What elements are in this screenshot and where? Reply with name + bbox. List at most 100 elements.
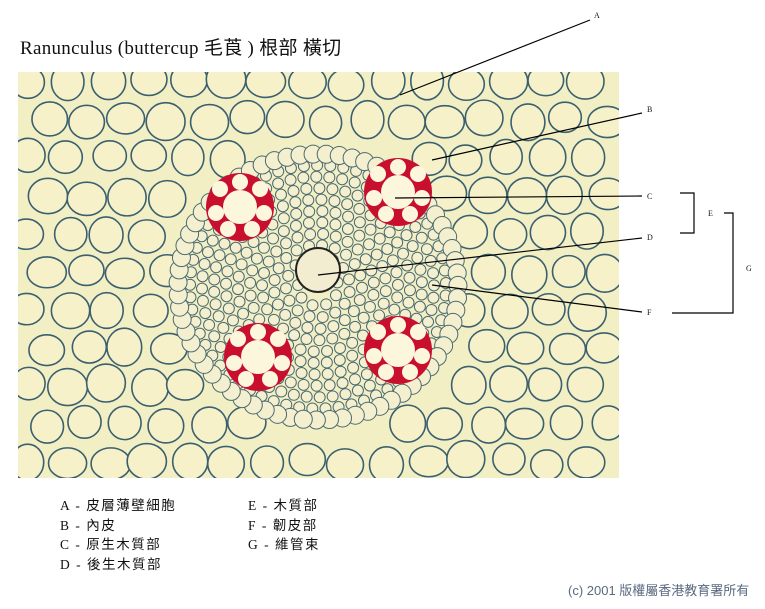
- cortex-cell: [510, 255, 548, 295]
- stele-cell: [341, 222, 354, 235]
- cortex-cell: [229, 99, 266, 135]
- xylem-vessel: [262, 371, 278, 387]
- stele-cell: [212, 310, 225, 323]
- stele-cell: [289, 196, 302, 209]
- stele-cell: [257, 267, 270, 280]
- stele-cell: [359, 253, 372, 266]
- stele-cell: [280, 252, 293, 265]
- leader-line-d: [317, 237, 643, 276]
- stele-cell: [321, 367, 334, 380]
- cortex-cell: [147, 408, 185, 444]
- stele-cell: [313, 391, 326, 404]
- cortex-cell: [126, 442, 168, 478]
- stele-cell: [210, 261, 223, 274]
- stele-cell: [300, 333, 313, 346]
- stele-cell: [250, 252, 263, 265]
- bracket-e: [680, 192, 695, 234]
- cortex-cell: [53, 216, 88, 252]
- stele-cell: [314, 322, 327, 335]
- stele-cell: [360, 368, 373, 381]
- stele-cell: [313, 334, 326, 347]
- stele-cell: [351, 189, 364, 202]
- cortex-cell: [448, 144, 483, 177]
- stele-cell: [295, 291, 308, 304]
- stele-cell: [198, 258, 211, 271]
- stele-cell: [233, 295, 246, 308]
- cortex-cell: [88, 216, 124, 254]
- cortex-cell: [551, 254, 586, 289]
- stele-cell: [237, 307, 250, 320]
- stele-cell: [397, 247, 410, 260]
- cortex-cell: [18, 292, 45, 326]
- label-b: B: [647, 105, 652, 114]
- stele-cell: [338, 314, 351, 327]
- stele-cell: [425, 303, 438, 316]
- stele-cell: [267, 232, 280, 245]
- cortex-cell: [127, 219, 167, 254]
- cortex-cell: [28, 334, 66, 367]
- stele-cell: [342, 210, 355, 223]
- stele-cell: [199, 307, 212, 320]
- xylem-vessel: [410, 166, 426, 182]
- stele-cell: [338, 297, 351, 310]
- stele-cell: [218, 237, 231, 250]
- cortex-cell: [147, 179, 187, 219]
- cortex-cell: [68, 104, 106, 140]
- cortex-cell: [92, 140, 128, 172]
- stele-cell: [287, 184, 300, 197]
- leader-line-b: [431, 112, 643, 161]
- stele-cell: [289, 316, 302, 329]
- stele-cell: [353, 216, 366, 229]
- stele-cell: [302, 216, 315, 229]
- stele-cell: [329, 289, 342, 302]
- stele-cell: [244, 276, 257, 289]
- cortex-cell: [106, 327, 143, 367]
- stele-cell: [329, 306, 342, 319]
- xylem-vessel: [402, 206, 418, 222]
- stele-cell: [349, 320, 362, 333]
- stele-cell: [341, 235, 354, 248]
- stele-cell: [316, 205, 329, 218]
- stele-cell: [346, 336, 359, 349]
- stele-cell: [377, 297, 390, 310]
- label-f: F: [647, 308, 652, 317]
- cortex-cell: [529, 449, 564, 478]
- stele-cell: [334, 365, 347, 378]
- cortex-cell: [18, 72, 46, 100]
- legend-item-e: E - 木質部: [248, 498, 319, 513]
- stele-cell: [270, 245, 283, 258]
- stele-cell: [220, 277, 233, 290]
- cortex-cell: [66, 181, 108, 217]
- cortex-cell: [47, 447, 88, 478]
- cortex-cell: [528, 137, 567, 177]
- xylem-vessel: [366, 190, 382, 206]
- legend-item-b: B - 內皮: [60, 517, 117, 533]
- legend-item-c: C - 原生木質部: [60, 537, 162, 552]
- stele-cell: [291, 231, 304, 244]
- cortex-cell: [565, 72, 605, 100]
- stele-cell: [226, 314, 239, 327]
- xylem-vessel: [378, 206, 394, 222]
- legend-left: A - 皮層薄壁細胞 B - 內皮 C - 原生木質部 D - 後生木質部: [60, 496, 176, 574]
- stele-cell: [315, 193, 328, 206]
- stele-cell: [355, 281, 368, 294]
- label-c: C: [647, 192, 652, 201]
- stele-cell: [196, 282, 209, 295]
- cortex-cell: [468, 328, 506, 363]
- stele-cell: [333, 354, 346, 367]
- stele-cell: [379, 285, 392, 298]
- stele-cell: [427, 267, 440, 280]
- stele-cell: [346, 349, 359, 362]
- cortex-cell: [165, 368, 205, 401]
- xylem-vessel: [274, 355, 290, 371]
- cortex-cell: [547, 101, 583, 134]
- stele-cell: [222, 302, 235, 315]
- stele-cell: [427, 291, 440, 304]
- cortex-cell: [107, 177, 147, 217]
- stele-cell: [347, 305, 360, 318]
- leader-line-a: [399, 19, 591, 96]
- stele-cell: [208, 330, 221, 343]
- stele-cell: [272, 298, 285, 311]
- cortex-cell: [288, 72, 327, 100]
